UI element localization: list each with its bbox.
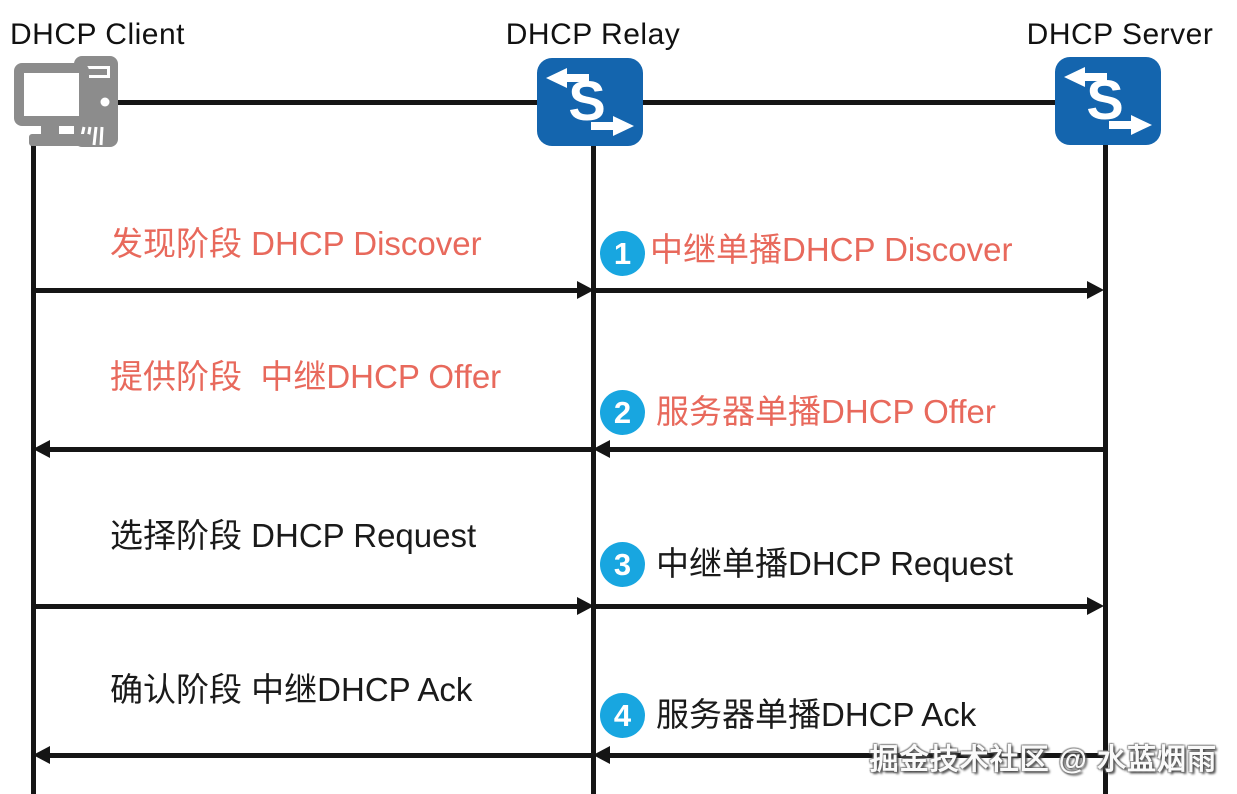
lifeline-relay [591,142,596,794]
watermark: 掘金技术社区 @ 水蓝烟雨 [869,744,1217,776]
arrow-request-client-to-relay [33,597,594,615]
message-label-relay-unicast-request: 中继单播DHCP Request [656,545,1013,582]
actor-title-dhcp-relay: DHCP Relay [505,18,681,51]
message-label-request-phase: 选择阶段 DHCP Request [110,517,477,554]
message-label-server-unicast-ack: 服务器单播DHCP Ack [656,696,977,733]
message-label-discover-phase: 发现阶段 DHCP Discover [110,225,482,262]
lifeline-server [1103,141,1108,794]
arrow-offer-server-to-relay [593,440,1105,458]
message-label-relay-unicast-discover: 中继单播DHCP Discover [650,231,1013,268]
step-badge-3: 3 [600,542,645,587]
network-switch-icon-relay: S [537,58,643,151]
svg-text:S: S [568,69,605,132]
arrow-offer-relay-to-client [33,440,593,458]
arrow-discover-client-to-relay [33,281,594,299]
arrow-discover-relay-to-server [593,281,1104,299]
network-switch-icon-server: S [1055,57,1161,150]
step-badge-4: 4 [600,693,645,738]
message-label-server-unicast-offer: 服务器单播DHCP Offer [656,393,996,430]
lifeline-client [31,143,36,794]
actor-title-dhcp-client: DHCP Client [10,18,185,51]
step-badge-2: 2 [600,390,645,435]
step-badge-1: 1 [600,231,645,276]
arrow-ack-relay-to-client [33,746,593,764]
arrow-request-relay-to-server [593,597,1104,615]
arrow-ack-server-to-relay [593,746,1105,764]
message-label-offer-phase: 提供阶段 中继DHCP Offer [110,358,502,395]
svg-text:S: S [1086,68,1123,131]
message-label-ack-phase: 确认阶段 中继DHCP Ack [110,671,473,708]
desktop-computer-icon [14,55,124,155]
actor-title-dhcp-server: DHCP Server [1026,18,1214,51]
